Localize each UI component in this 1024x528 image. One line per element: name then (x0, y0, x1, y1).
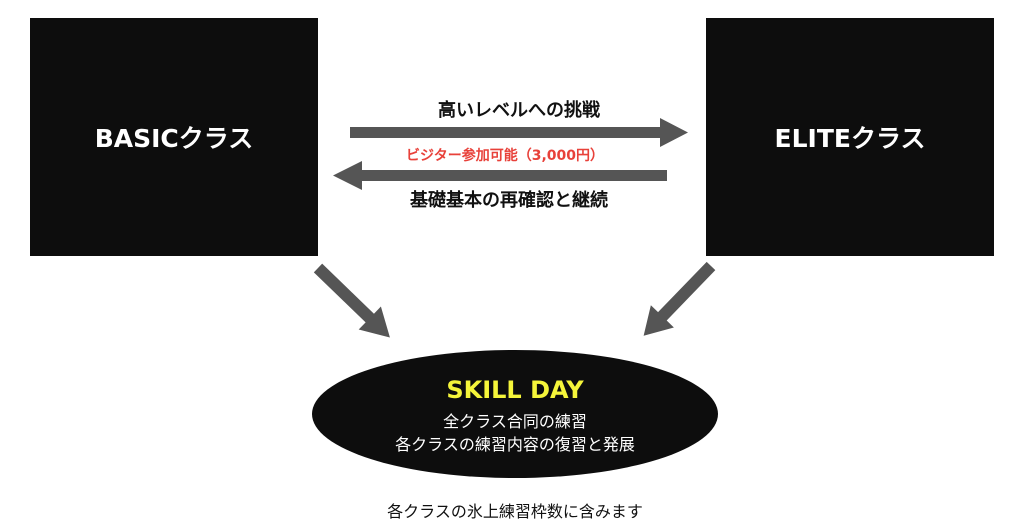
review-label: 基礎基本の再確認と継続 (410, 190, 608, 211)
elite-class-label: ELITEクラス (774, 124, 926, 153)
basic-class-box: BASICクラス (30, 18, 318, 256)
elite-class-box: ELITEクラス (706, 18, 994, 256)
arrow-right-icon (350, 118, 688, 147)
basic-class-label: BASICクラス (94, 124, 254, 153)
skill-day-title: SKILL DAY (446, 376, 584, 404)
challenge-label: 高いレベルへの挑戦 (438, 100, 600, 121)
arrow-down-right-icon (313, 263, 390, 338)
visitor-label: ビジター参加可能（3,000円） (405, 148, 604, 164)
skill-day-line1: 全クラス合同の練習 (443, 412, 587, 431)
arrow-down-left-icon (643, 261, 716, 336)
footnote: 各クラスの氷上練習枠数に含みます (387, 502, 643, 521)
arrow-left-icon (333, 161, 667, 190)
skill-day-line2: 各クラスの練習内容の復習と発展 (395, 435, 635, 454)
skill-day-ellipse (312, 350, 718, 478)
